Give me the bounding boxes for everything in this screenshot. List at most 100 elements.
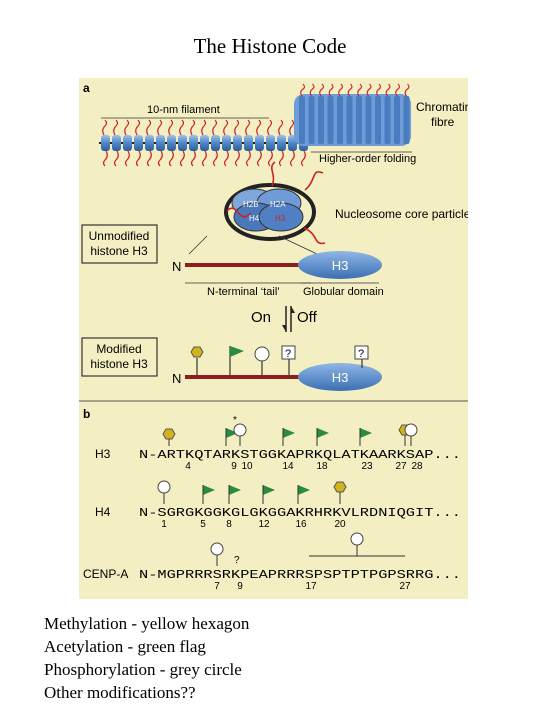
- fibre-tail: [395, 83, 401, 97]
- fibre-tail: [385, 83, 391, 97]
- histone-tail: [234, 119, 240, 136]
- fibre-tail: [309, 83, 315, 97]
- nucleosome-bead: [156, 135, 165, 151]
- h4-row-name: H4: [95, 505, 111, 519]
- legend-other: Other modifications??: [44, 683, 196, 702]
- histone-tail: [256, 150, 262, 167]
- histone-tail: [212, 150, 218, 167]
- histone-tail: [135, 150, 141, 167]
- histone-tail: [245, 150, 251, 167]
- histone-figure: a 10-nm filament Chromatin fibre Higher-…: [79, 78, 468, 599]
- histone-tail: [113, 150, 119, 167]
- histone-tail: [190, 150, 196, 167]
- histone-tail: [256, 119, 262, 136]
- nucleosome-bead: [189, 135, 198, 151]
- fibre-stripe: [403, 96, 410, 144]
- nucleosome-bead: [145, 135, 154, 151]
- h4-position-numbers: 1 5 8 12 16 20: [161, 519, 346, 530]
- tail-label: N-terminal ‘tail’: [207, 286, 280, 298]
- fibre-stripe: [318, 96, 324, 144]
- histone-tail: [267, 119, 273, 136]
- cenpa-row-name: CENP-A: [83, 567, 128, 581]
- unknown-modification-icon: [281, 345, 296, 360]
- fibre-stripe: [327, 96, 334, 144]
- legend-methylation: Methylation - yellow hexagon: [44, 614, 250, 633]
- h3-row-name: H3: [95, 447, 111, 461]
- fibre-stripe: [365, 96, 372, 144]
- methyl-hexagon-icon: [190, 346, 204, 358]
- fibre-stripe: [356, 96, 362, 144]
- h3-sequence: N-ARTKQTARKSTGGKAPRKQLATKAARKSAP...: [139, 448, 461, 462]
- histone-tail: [124, 150, 130, 167]
- pointer-line-left: [188, 235, 208, 255]
- cenpa-unknown-mark: ?: [234, 555, 240, 566]
- h3-pos: 9: [231, 461, 237, 472]
- cenpa-sequence: N-MGPRRRSRKPEAPRRRSPSPTPTPGPSRRG...: [139, 568, 461, 582]
- h3-pos: 28: [411, 461, 423, 472]
- nucleosome-bead: [244, 135, 253, 151]
- histone-tail: [135, 119, 141, 136]
- h4-pos: 5: [200, 519, 206, 530]
- histone-tail: [113, 119, 119, 136]
- h4-pos: 8: [226, 519, 232, 530]
- h3-modification-icons: [162, 423, 418, 446]
- on-label: On: [251, 309, 271, 326]
- fibre-tail: [366, 83, 372, 97]
- histone-tail: [146, 150, 152, 167]
- modified-label-1: Modified: [96, 342, 141, 356]
- globular-h3-label: H3: [332, 258, 349, 273]
- histone-tail: [146, 119, 152, 136]
- histone-h2b: H2B: [243, 200, 259, 209]
- histone-tail: [245, 119, 251, 136]
- nucleosome-bead: [134, 135, 143, 151]
- h3-position-numbers: 4 9 10 14 18 23 27 28: [185, 461, 423, 472]
- histone-tail: [278, 150, 284, 167]
- histone-h2a: H2A: [270, 200, 286, 209]
- unmodified-label-1: Unmodified: [89, 229, 150, 243]
- histone-tail: [234, 150, 240, 167]
- histone-tail: [212, 119, 218, 136]
- nucleosome-bead: [112, 135, 121, 151]
- histone-tail: [102, 119, 108, 136]
- panel-b-label: b: [83, 407, 90, 421]
- nucleosome-bead: [222, 135, 231, 151]
- unmodified-box: [81, 224, 158, 264]
- nucleosome-bead: [123, 135, 132, 151]
- h3-pos: 18: [316, 461, 328, 472]
- histone-tail: [267, 150, 273, 167]
- h3-pos: 10: [241, 461, 253, 472]
- phospho-circle-icon: [254, 346, 270, 362]
- cenpa-position-numbers: 7 9 17 27: [214, 581, 411, 592]
- unmodified-label-2: histone H3: [90, 244, 148, 258]
- h4-pos: 16: [295, 519, 307, 530]
- h4-sequence: N-SGRGKGGKGLGKGGAKRHRKVLRDNIQGIT...: [139, 506, 461, 520]
- h4-modification-icons: [157, 480, 347, 504]
- h3-pos: 4: [185, 461, 191, 472]
- fibre-label-1: Chromatin: [416, 100, 468, 114]
- histone-tail: [124, 119, 130, 136]
- modified-h3-label: H3: [332, 370, 349, 385]
- histone-h4: H4: [249, 214, 260, 223]
- unknown-modification-label: ?: [285, 348, 291, 360]
- chromatin-fibre: [294, 83, 411, 146]
- n-terminal-tail: [185, 263, 309, 267]
- panel-a-label: a: [83, 81, 90, 95]
- fibre-stripe: [299, 96, 305, 144]
- pointer-line-right: [278, 235, 318, 255]
- modified-label-2: histone H3: [90, 357, 148, 371]
- fibre-tail: [357, 83, 363, 97]
- filament-label: 10-nm filament: [147, 104, 220, 116]
- legend-phosphorylation: Phosphorylation - grey circle: [44, 660, 242, 679]
- fibre-tail: [319, 83, 325, 97]
- h3-pos: 14: [282, 461, 294, 472]
- tail-modifications: ? ?: [190, 345, 369, 375]
- fibre-stripe: [394, 96, 400, 144]
- histone-tail: [201, 119, 207, 136]
- fibre-stripe: [384, 96, 391, 144]
- h4-pos: 1: [161, 519, 167, 530]
- acetyl-flag-icon: [230, 346, 244, 357]
- n-terminus-label: N: [172, 259, 181, 274]
- equilibrium-arrows: [282, 306, 295, 332]
- nucleosome-bead: [178, 135, 187, 151]
- page-title: The Histone Code: [193, 34, 347, 58]
